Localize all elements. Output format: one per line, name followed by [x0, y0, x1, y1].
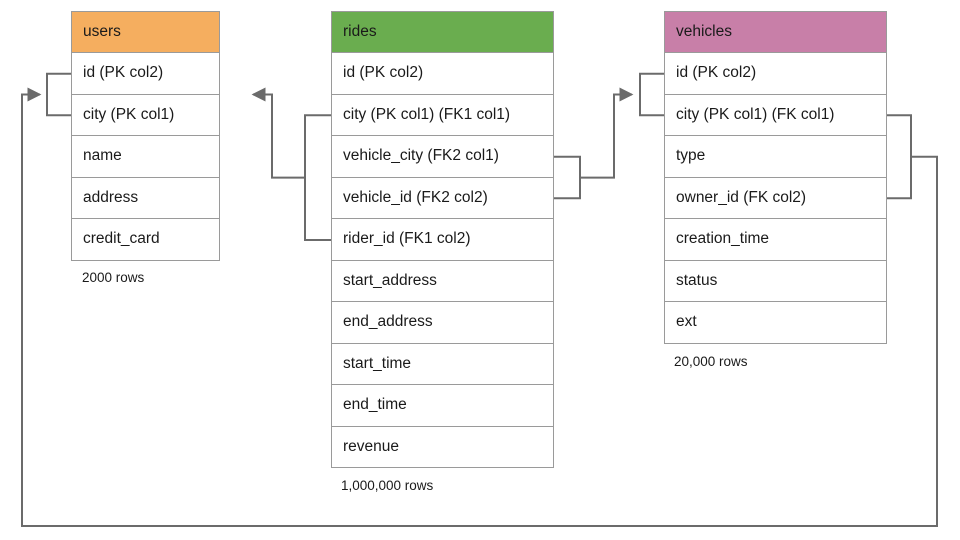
table-users-header[interactable]: users [71, 11, 220, 53]
table-users-column-city[interactable]: city (PK col1) [71, 94, 220, 136]
table-rides[interactable]: rides id (PK col2) city (PK col1) (FK1 c… [331, 11, 554, 468]
rides-fk2-to-vehicles-connector [580, 87, 634, 179]
rides-fk2-bracket [554, 155, 581, 200]
table-rides-column-vehicle-city[interactable]: vehicle_city (FK2 col1) [331, 136, 554, 178]
table-vehicles-header[interactable]: vehicles [664, 11, 887, 53]
table-rides-column-end-address[interactable]: end_address [331, 302, 554, 344]
table-users-row-count: 2000 rows [82, 270, 145, 285]
table-vehicles-row-count: 20,000 rows [674, 354, 748, 369]
table-vehicles-column-type[interactable]: type [664, 136, 887, 178]
table-rides-column-end-time[interactable]: end_time [331, 385, 554, 427]
table-rides-row-count: 1,000,000 rows [341, 478, 434, 493]
vehicles-pk-bracket [639, 72, 664, 117]
table-rides-column-rider-id[interactable]: rider_id (FK1 col2) [331, 219, 554, 261]
table-users-column-name[interactable]: name [71, 136, 220, 178]
vehicles-fk-bracket [887, 114, 912, 200]
table-vehicles-column-city[interactable]: city (PK col1) (FK col1) [664, 94, 887, 136]
table-rides-column-vehicle-id[interactable]: vehicle_id (FK2 col2) [331, 177, 554, 219]
table-rides-column-start-time[interactable]: start_time [331, 343, 554, 385]
table-users-column-id[interactable]: id (PK col2) [71, 53, 220, 95]
table-rides-column-city[interactable]: city (PK col1) (FK1 col1) [331, 94, 554, 136]
table-vehicles[interactable]: vehicles id (PK col2) city (PK col1) (FK… [664, 11, 887, 344]
rides-fk1-to-users-connector [251, 87, 305, 179]
users-pk-bracket [46, 72, 71, 117]
table-rides-header[interactable]: rides [331, 11, 554, 53]
table-rides-column-start-address[interactable]: start_address [331, 260, 554, 302]
table-vehicles-column-owner-id[interactable]: owner_id (FK col2) [664, 177, 887, 219]
table-rides-column-revenue[interactable]: revenue [331, 426, 554, 468]
table-vehicles-column-creation-time[interactable]: creation_time [664, 219, 887, 261]
table-users[interactable]: users id (PK col2) city (PK col1) name a… [71, 11, 220, 261]
table-vehicles-column-status[interactable]: status [664, 260, 887, 302]
rides-fk1-bracket [304, 114, 331, 241]
table-users-column-credit-card[interactable]: credit_card [71, 219, 220, 261]
table-vehicles-column-id[interactable]: id (PK col2) [664, 53, 887, 95]
table-vehicles-column-ext[interactable]: ext [664, 302, 887, 344]
table-rides-column-id[interactable]: id (PK col2) [331, 53, 554, 95]
table-users-column-address[interactable]: address [71, 177, 220, 219]
